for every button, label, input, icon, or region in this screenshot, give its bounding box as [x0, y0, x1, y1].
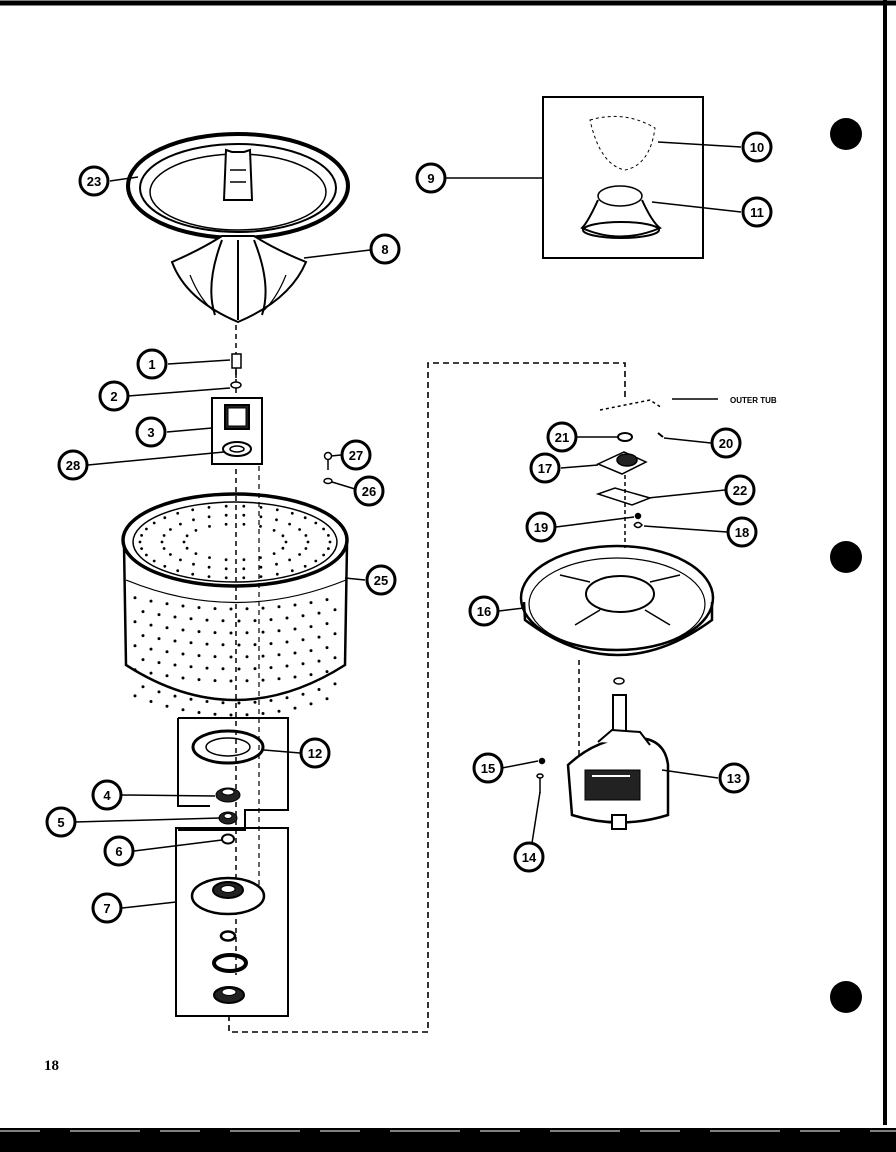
callout-18: 18	[726, 516, 758, 548]
svg-text:27: 27	[349, 448, 363, 463]
svg-text:25: 25	[374, 573, 388, 588]
callout-14: 14	[513, 841, 545, 873]
agitator-assembly	[126, 132, 350, 324]
binder-hole-middle	[830, 541, 862, 573]
callout-7: 7	[91, 892, 123, 924]
svg-text:11: 11	[750, 205, 764, 220]
svg-text:23: 23	[87, 174, 101, 189]
callout-13: 13	[718, 762, 750, 794]
svg-text:17: 17	[538, 461, 552, 476]
callout-3: 3	[135, 416, 167, 448]
callout-21: 21	[546, 421, 578, 453]
transmission	[566, 660, 670, 830]
svg-text:15: 15	[481, 761, 495, 776]
pulley	[519, 544, 715, 657]
page-number: 18	[44, 1058, 59, 1074]
svg-text:26: 26	[362, 484, 376, 499]
svg-text:1: 1	[148, 357, 155, 372]
svg-text:28: 28	[66, 458, 80, 473]
svg-text:19: 19	[534, 520, 548, 535]
binder-hole-top	[830, 118, 862, 150]
drive-hub-parts	[595, 398, 718, 548]
callout-10: 10	[741, 131, 773, 163]
callout-25: 25	[365, 564, 397, 596]
callout-16: 16	[468, 595, 500, 627]
svg-text:22: 22	[733, 483, 747, 498]
svg-text:6: 6	[115, 844, 122, 859]
svg-text:4: 4	[103, 788, 111, 803]
callout-17: 17	[529, 452, 561, 484]
screws-14-15	[536, 757, 546, 793]
svg-text:8: 8	[381, 242, 388, 257]
callout-26: 26	[353, 475, 385, 507]
svg-text:7: 7	[103, 901, 110, 916]
bearing-housing	[175, 827, 289, 1017]
callout-22: 22	[724, 474, 756, 506]
svg-text:18: 18	[735, 525, 749, 540]
svg-text:9: 9	[427, 171, 434, 186]
connector-path	[228, 362, 626, 1033]
leader-lines	[74, 141, 742, 909]
callout-5: 5	[45, 806, 77, 838]
svg-text:14: 14	[522, 850, 537, 865]
callout-12: 12	[299, 737, 331, 769]
callout-8: 8	[369, 233, 401, 265]
svg-text:2: 2	[110, 389, 117, 404]
svg-text:3: 3	[147, 425, 154, 440]
svg-text:10: 10	[750, 140, 764, 155]
callout-6: 6	[103, 835, 135, 867]
callout-28: 28	[57, 449, 89, 481]
bearing-bracket	[177, 717, 289, 831]
screw-and-clip	[323, 451, 333, 485]
callout-20: 20	[710, 427, 742, 459]
bolt-and-washer	[230, 353, 242, 389]
cam-assembly	[211, 397, 263, 465]
spin-basket	[121, 492, 349, 702]
callout-9: 9	[415, 162, 447, 194]
callout-15: 15	[472, 752, 504, 784]
svg-text:16: 16	[477, 604, 491, 619]
callout-2: 2	[98, 380, 130, 412]
callout-11: 11	[741, 196, 773, 228]
svg-text:20: 20	[719, 436, 733, 451]
callout-23: 23	[78, 165, 110, 197]
basket-perforations	[133, 504, 337, 717]
outer-tub-label: OUTER TUB	[730, 396, 777, 405]
callout-1: 1	[136, 348, 168, 380]
svg-text:13: 13	[727, 771, 741, 786]
svg-text:5: 5	[57, 815, 64, 830]
binder-hole-bottom	[830, 981, 862, 1013]
callout-27: 27	[340, 439, 372, 471]
cap-assembly	[542, 96, 704, 259]
svg-text:21: 21	[555, 430, 569, 445]
callout-4: 4	[91, 779, 123, 811]
svg-text:12: 12	[308, 746, 322, 761]
callout-19: 19	[525, 511, 557, 543]
bearing-parts	[215, 787, 241, 845]
